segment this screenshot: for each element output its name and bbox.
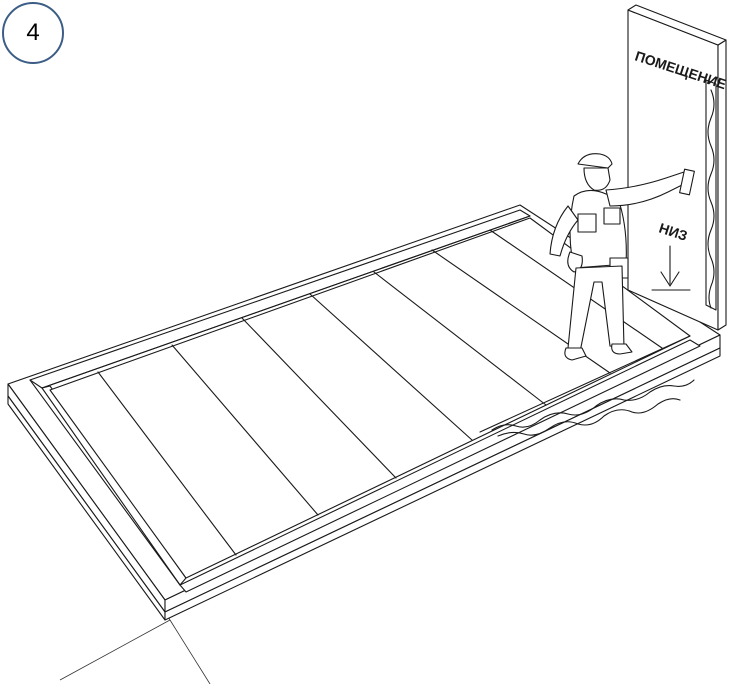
wall-panel: ПОМЕЩЕНИЕ НИЗ	[627, 4, 728, 331]
sealant-bead	[491, 379, 695, 437]
frame-rim	[29, 209, 701, 593]
worker-figure	[549, 153, 695, 361]
step-number-badge: 4	[2, 2, 64, 64]
